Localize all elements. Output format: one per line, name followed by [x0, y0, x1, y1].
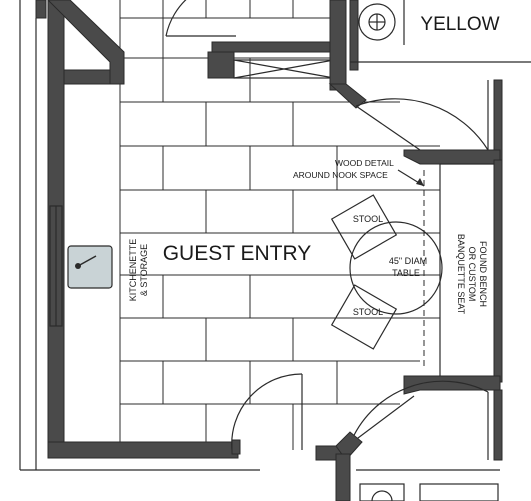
- stool-top: [330, 194, 398, 260]
- svg-text:& STORAGE: & STORAGE: [139, 244, 149, 296]
- table-label: 45" DIAM: [389, 256, 427, 266]
- stool-bottom: [330, 284, 398, 350]
- bottom-right-room: [356, 469, 500, 501]
- svg-text:KITCHENETTE: KITCHENETTE: [128, 239, 138, 302]
- stool-top-label: STOOL: [353, 214, 383, 224]
- table-and-stools: STOOL STOOL 45" DIAM TABLE: [330, 194, 443, 350]
- svg-text:AROUND NOOK SPACE: AROUND NOOK SPACE: [293, 170, 388, 180]
- kitchenette-label: KITCHENETTE & STORAGE: [128, 239, 149, 302]
- svg-text:BANQUETTE SEAT: BANQUETTE SEAT: [456, 234, 466, 315]
- room-label-guest-entry: GUEST ENTRY: [163, 242, 312, 265]
- round-table: [349, 221, 443, 315]
- bench-label: FOUND BENCH OR CUSTOM BANQUETTE SEAT: [456, 234, 488, 315]
- nook-door-upper: [355, 80, 489, 151]
- sink-fixture: [67, 245, 113, 289]
- nook-door-lower: [349, 380, 489, 460]
- svg-text:OR CUSTOM: OR CUSTOM: [467, 247, 477, 302]
- nook-walls: [403, 79, 503, 461]
- yellow-room: YELLOW: [349, 0, 531, 71]
- floor-tile-grid: [119, 0, 440, 450]
- bottom-entry-door: [231, 373, 363, 501]
- wood-detail-note: WOOD DETAIL AROUND NOOK SPACE: [293, 158, 425, 187]
- stool-bottom-label: STOOL: [353, 307, 383, 317]
- room-label-yellow: YELLOW: [420, 14, 499, 35]
- top-door: [165, 0, 367, 109]
- svg-text:WOOD DETAIL: WOOD DETAIL: [335, 158, 394, 168]
- svg-text:FOUND BENCH: FOUND BENCH: [478, 241, 488, 307]
- table-label-sub: TABLE: [392, 268, 420, 278]
